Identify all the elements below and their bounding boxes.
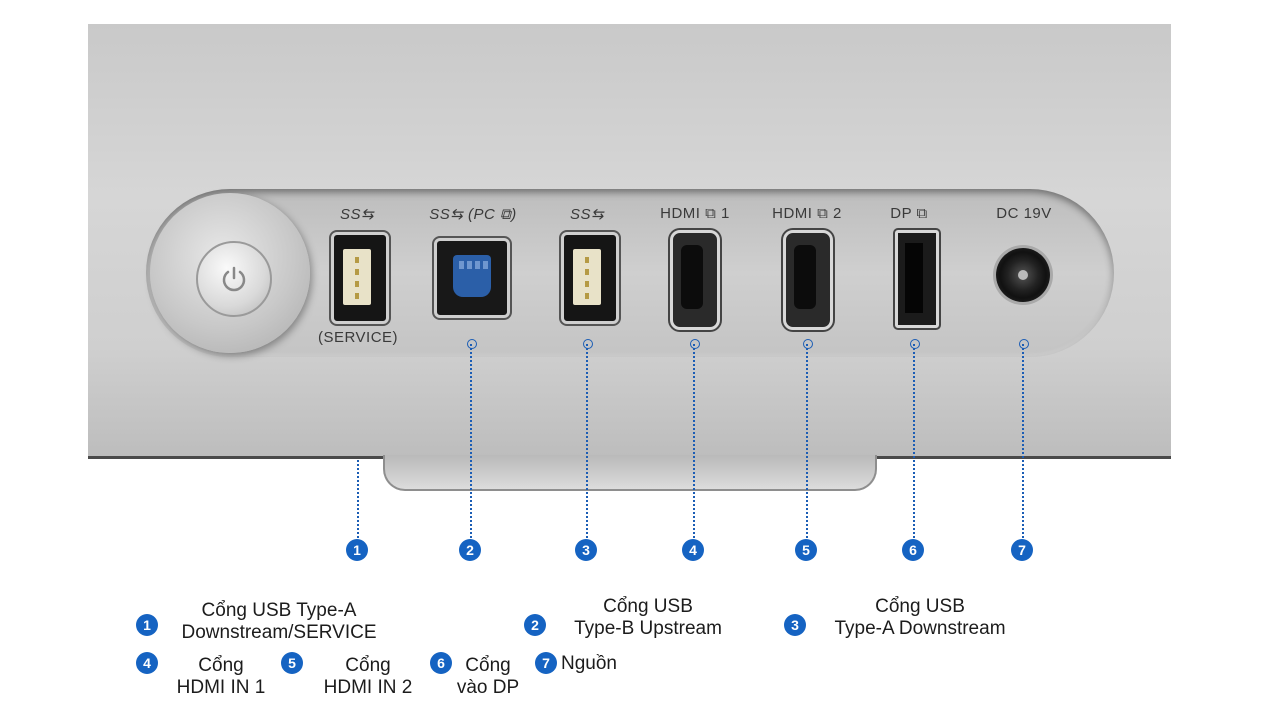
callout-badge-2: 2 <box>459 539 481 561</box>
leader-line-7 <box>1019 339 1029 538</box>
leader-line-5 <box>803 339 813 538</box>
hdmi-1-port <box>670 230 720 330</box>
legend-item-4: Cổng HDMI IN 1 <box>166 655 276 699</box>
legend-badge-3: 3 <box>784 614 806 636</box>
leader-line-6 <box>910 339 920 538</box>
legend-item-6: Cổng vào DP <box>452 655 524 699</box>
legend-item-5-line2: HDMI IN 2 <box>323 677 413 698</box>
legend-item-1: Cổng USB Type-A Downstream/SERVICE <box>172 600 386 644</box>
power-button[interactable] <box>196 241 272 317</box>
callout-badge-1: 1 <box>346 539 368 561</box>
usb-a-downstream-port <box>561 232 619 324</box>
legend-badge-5: 5 <box>281 652 303 674</box>
legend-badge-4: 4 <box>136 652 158 674</box>
legend-badge-6: 6 <box>430 652 452 674</box>
legend-item-2-line1: Cổng USB <box>603 596 693 617</box>
legend-badge-7: 7 <box>535 652 557 674</box>
displayport-port <box>895 230 939 328</box>
callout-badge-7: 7 <box>1011 539 1033 561</box>
dc-label: DC 19V <box>996 205 1052 222</box>
dp-label: DP ⧉ <box>890 205 928 222</box>
leader-line-1 <box>357 460 359 538</box>
legend-item-7: Nguồn <box>561 653 625 675</box>
legend-item-5: Cổng HDMI IN 2 <box>314 655 422 699</box>
hdmi1-label: HDMI ⧉ 1 <box>660 205 730 222</box>
legend-item-6-line1: Cổng <box>465 655 511 676</box>
leader-line-2 <box>467 339 477 538</box>
usb-b-upstream-port <box>434 238 510 318</box>
legend-item-7-line1: Nguồn <box>561 653 617 674</box>
legend-item-6-line2: vào DP <box>456 677 520 698</box>
power-icon <box>222 266 246 292</box>
legend-item-1-line2: Downstream/SERVICE <box>181 622 377 643</box>
legend-badge-2: 2 <box>524 614 546 636</box>
callout-badge-3: 3 <box>575 539 597 561</box>
legend-item-3-line1: Cổng USB <box>875 596 965 617</box>
usb-b-label: SS⇆ (PC ⧉) <box>429 206 517 223</box>
hdmi-2-port <box>783 230 833 330</box>
monitor-stand <box>383 455 877 491</box>
legend-item-2: Cổng USB Type-B Upstream <box>562 596 734 640</box>
legend-item-4-line2: HDMI IN 1 <box>176 677 266 698</box>
legend-item-4-line1: Cổng <box>198 655 244 676</box>
callout-badge-4: 4 <box>682 539 704 561</box>
hdmi2-label: HDMI ⧉ 2 <box>772 205 842 222</box>
legend-item-2-line2: Type-B Upstream <box>574 618 722 639</box>
legend-badge-1: 1 <box>136 614 158 636</box>
legend-item-3: Cổng USB Type-A Downstream <box>820 596 1020 640</box>
legend-item-5-line1: Cổng <box>345 655 391 676</box>
leader-line-3 <box>583 339 593 538</box>
legend-item-3-line2: Type-A Downstream <box>834 618 1006 639</box>
callout-badge-5: 5 <box>795 539 817 561</box>
callout-badge-6: 6 <box>902 539 924 561</box>
usb-a-1-label: SS⇆ <box>339 206 375 223</box>
service-label: (SERVICE) <box>317 329 399 346</box>
legend-item-1-line1: Cổng USB Type-A <box>201 600 357 621</box>
leader-line-4 <box>690 339 700 538</box>
usb-a-service-port <box>331 232 389 324</box>
usb-a-3-label: SS⇆ <box>569 206 605 223</box>
dc-power-jack <box>996 248 1050 302</box>
